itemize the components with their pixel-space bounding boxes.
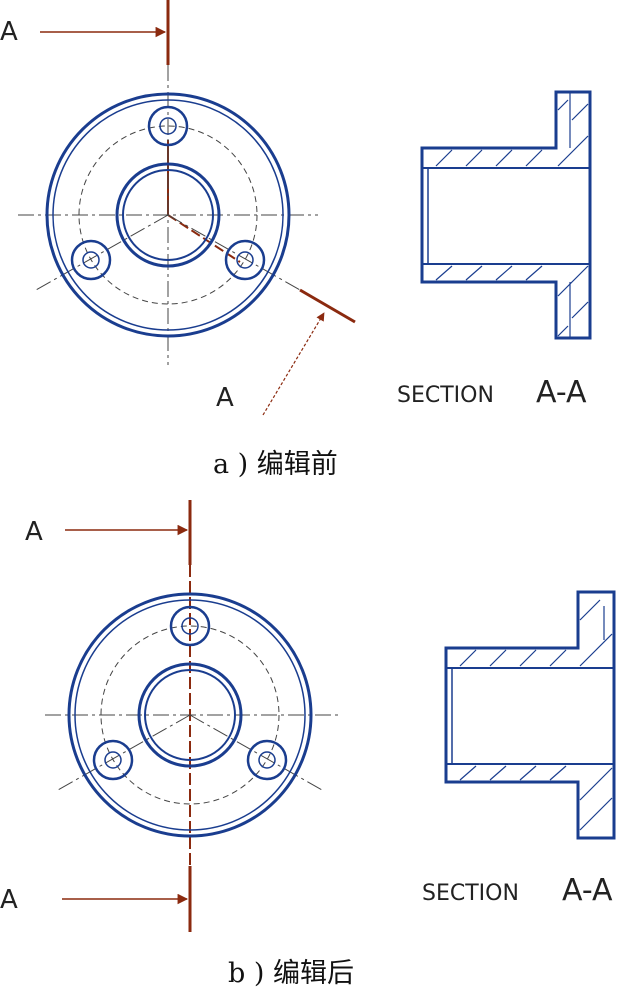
cutting-plane-bottom-segment	[299, 288, 356, 324]
bolt-circle	[100, 625, 280, 805]
bolt-hole-top	[169, 605, 211, 647]
section-view-b	[444, 590, 616, 840]
flange-chamfer-circle	[52, 99, 284, 331]
bolt-hole-right	[246, 739, 288, 781]
caption-a: a ) 编辑前	[213, 449, 338, 480]
bore-inner-circle	[144, 669, 236, 761]
bore-inner-circle	[122, 169, 214, 261]
hatching-upper	[459, 599, 613, 667]
radial-centerline-left	[35, 214, 169, 291]
bolt-hole-left	[92, 739, 134, 781]
cutting-plane-bent-leg	[167, 214, 241, 263]
section-label-prefix: SECTION	[397, 383, 494, 408]
section-label-prefix: SECTION	[422, 881, 519, 906]
radial-centerline-right	[189, 714, 323, 791]
arrow-label-bottom: A	[0, 885, 18, 915]
flange-outer-circle	[45, 92, 291, 338]
bore-outer-circle	[137, 662, 243, 768]
hatching-upper	[435, 99, 589, 167]
section-label-name: A-A	[536, 375, 587, 410]
panel-b-after: A A SECTION A-A b ) 编辑后	[0, 500, 616, 987]
flange-chamfer-circle	[74, 599, 306, 831]
bolt-hole-top	[147, 105, 189, 147]
caption-b: b ) 编辑后	[228, 958, 354, 987]
bolt-circle	[78, 125, 258, 305]
radial-centerline	[167, 214, 301, 291]
section-outline	[444, 590, 616, 840]
arrow-label-top: A	[25, 517, 43, 547]
section-label-name: A-A	[562, 873, 613, 908]
arrow-label-bottom: A	[216, 383, 234, 413]
hatching-lower	[459, 765, 613, 831]
cutting-plane-b	[62, 500, 192, 932]
bore-outer-circle	[115, 162, 221, 268]
section-view-a	[420, 90, 592, 340]
bolt-hole-left	[70, 239, 112, 281]
view-arrow-bottom	[262, 312, 325, 416]
cutting-plane-a	[40, 0, 356, 416]
bolt-hole-right	[224, 239, 266, 281]
section-outline	[420, 90, 592, 340]
panel-a-before: A A SECTION A-A a ) 编辑前	[0, 0, 592, 480]
arrow-label-top: A	[0, 17, 18, 47]
flange-outer-circle	[67, 592, 313, 838]
hatching-lower	[435, 265, 589, 337]
radial-centerline-left	[57, 714, 191, 791]
